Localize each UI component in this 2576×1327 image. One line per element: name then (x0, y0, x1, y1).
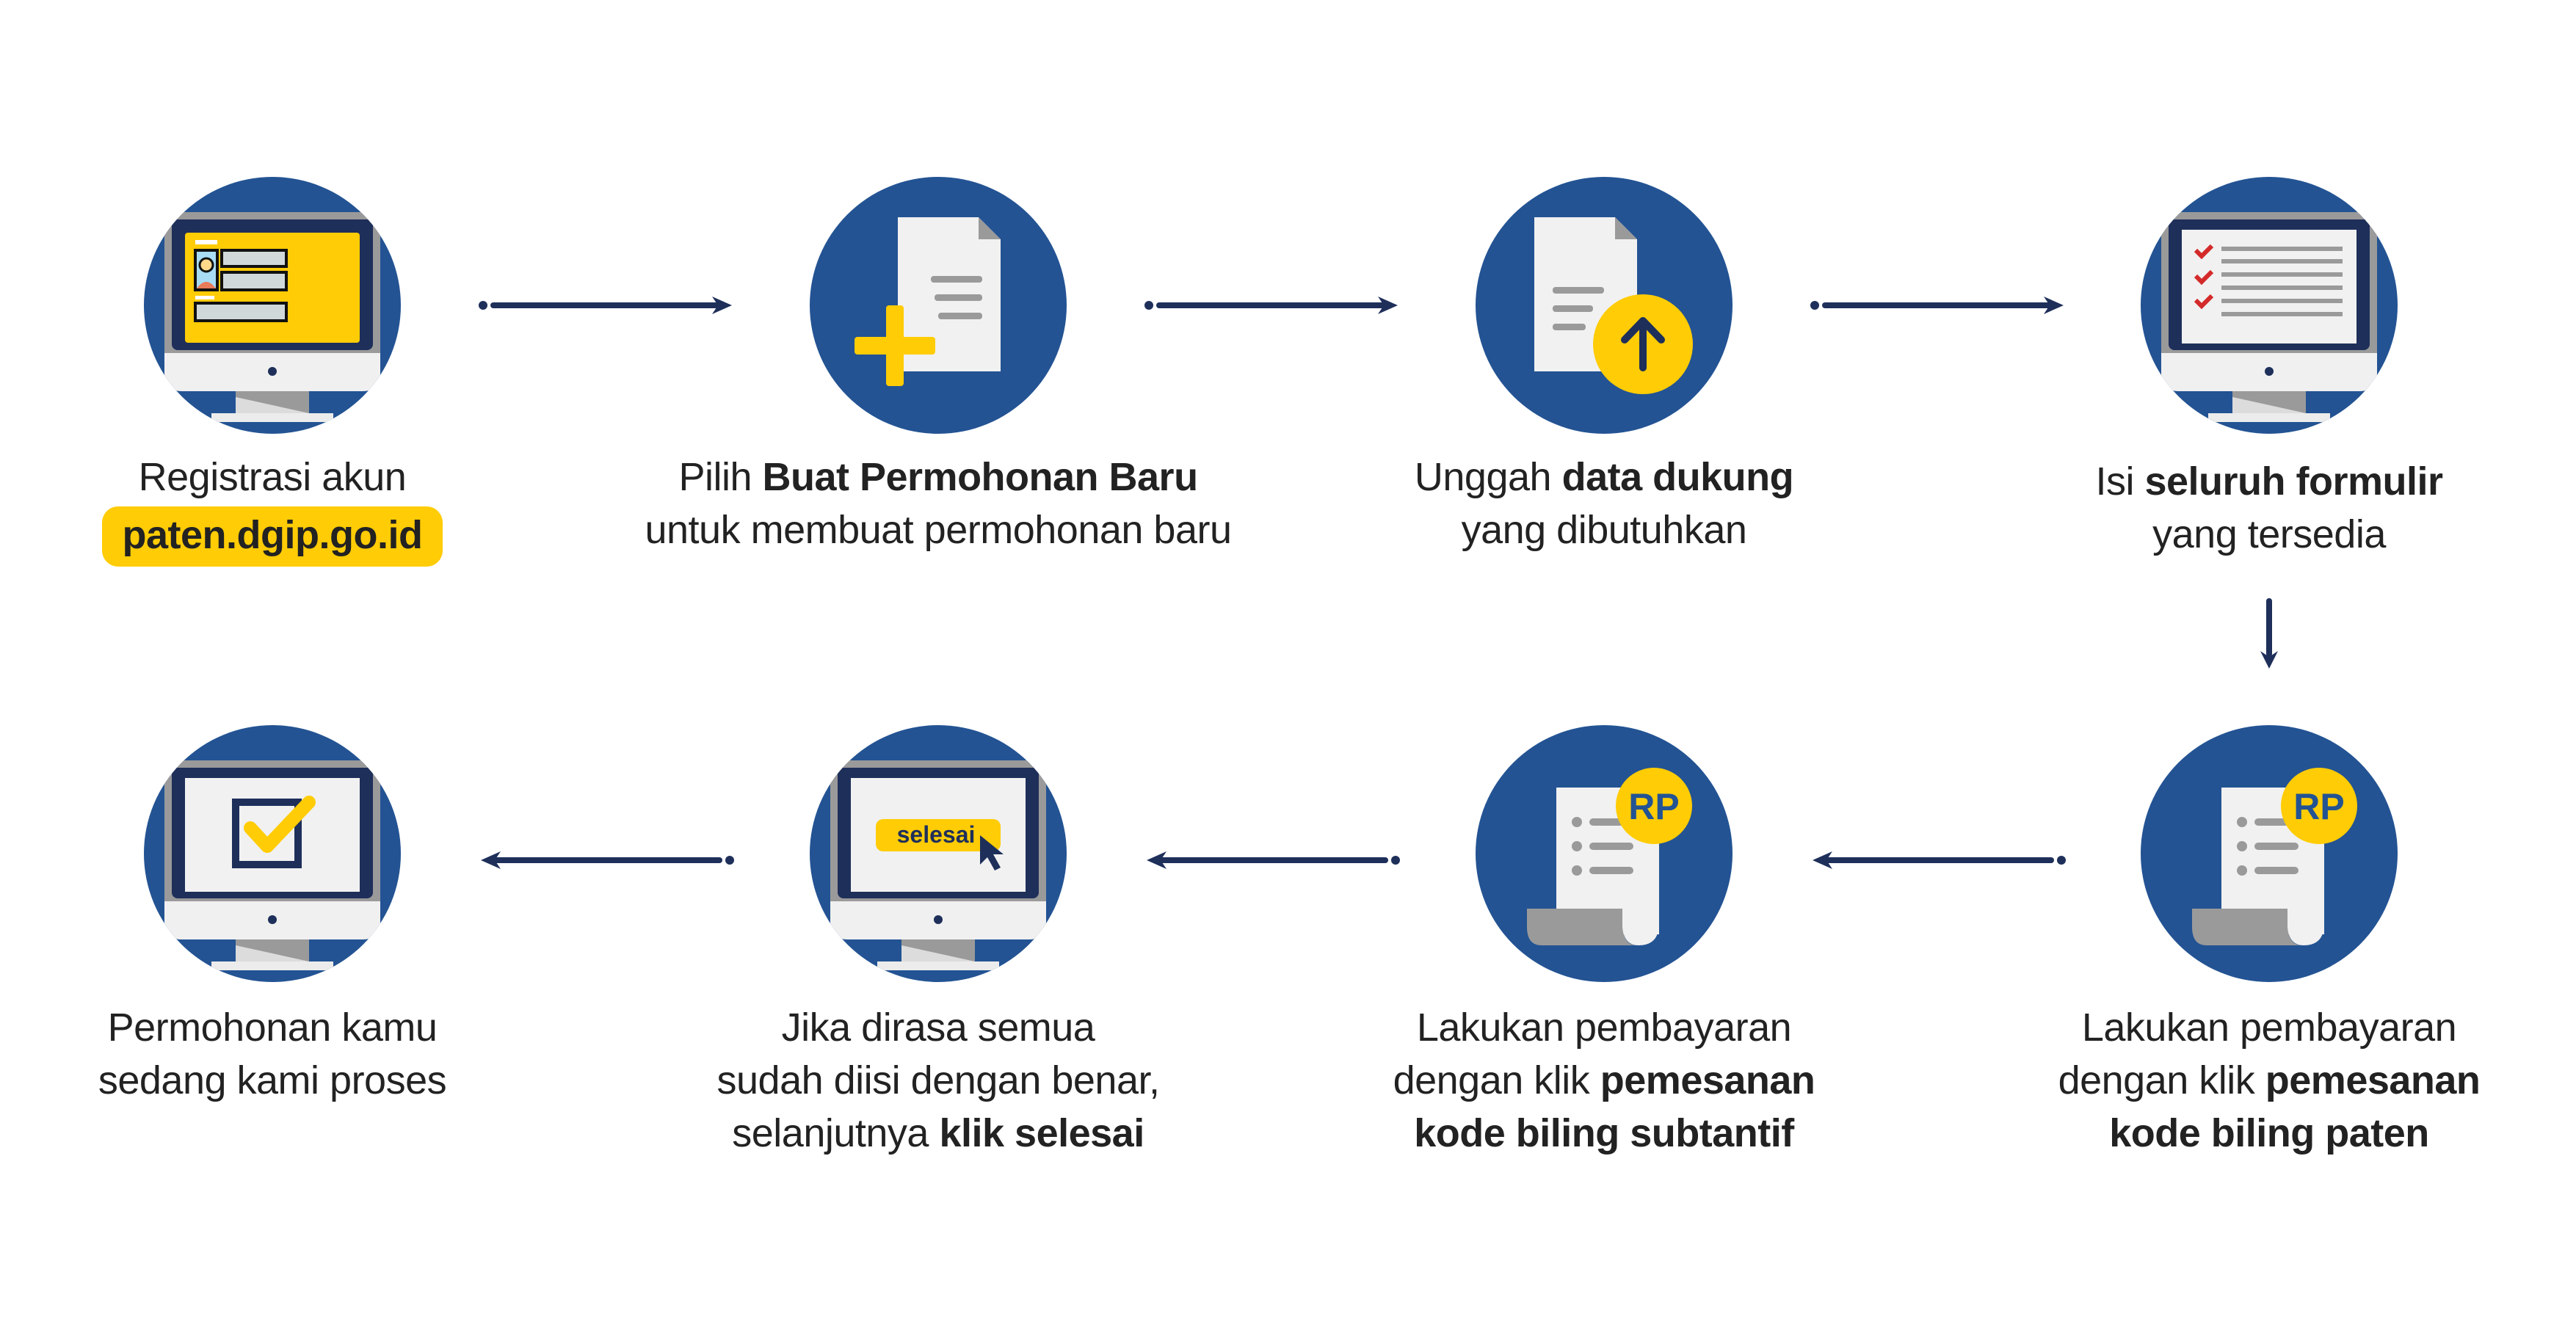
cursor-icon (980, 835, 1004, 870)
step-caption-proses: Permohonan kamu sedang kami proses (0, 1001, 603, 1107)
caption-text: Registrasi akun (138, 455, 407, 499)
caption-bold: seluruh formulir (2144, 459, 2443, 503)
caption-bold: data dukung (1561, 455, 1794, 499)
new-document-icon (810, 177, 1067, 434)
arrow-right (1144, 297, 1398, 314)
caption-text: Jika dirasa semua (781, 1006, 1095, 1050)
step-caption-billing-subtantif: Lakukan pembayaran dengan klik pemesanan… (1274, 1001, 1934, 1160)
arrow-down (2260, 598, 2278, 669)
rp-badge: RP (2293, 786, 2344, 827)
checkbox-monitor-icon (144, 725, 401, 982)
step-caption-billing-paten: Lakukan pembayaran dengan klik pemesanan… (1939, 1001, 2576, 1160)
step-caption-isi-formulir: Isi seluruh formulir yang tersedia (1939, 455, 2576, 561)
caption-text: Unggah (1414, 455, 1562, 499)
step-caption-registrasi: Registrasi akun paten.dgip.go.id (0, 451, 603, 567)
upload-document-icon (1476, 177, 1733, 434)
arrow-right (479, 297, 732, 314)
step-caption-klik-selesai: Jika dirasa semua sudah diisi dengan ben… (608, 1001, 1269, 1160)
selesai-button-illustration: selesai (897, 821, 976, 848)
receipt-rp-icon: RP (2141, 725, 2398, 982)
receipt-rp-icon: RP (1476, 725, 1733, 982)
step-caption-buat-permohonan: Pilih Buat Permohonan Baru untuk membuat… (608, 451, 1269, 556)
registration-monitor-icon (144, 177, 401, 434)
caption-bold: Buat Permohonan Baru (762, 455, 1198, 499)
arrow-left (1147, 851, 1400, 869)
finish-monitor-icon: selesai (810, 725, 1067, 982)
arrow-left (1813, 851, 2066, 869)
caption-text: Permohonan kamu (107, 1006, 438, 1050)
caption-bold: kode biling paten (2109, 1111, 2429, 1155)
caption-text: Lakukan pembayaran (2081, 1006, 2457, 1050)
caption-text: yang tersedia (2152, 512, 2386, 556)
caption-bold: klik selesai (939, 1111, 1144, 1155)
caption-text: untuk membuat permohonan baru (645, 508, 1232, 552)
caption-bold: pemesanan (2265, 1058, 2481, 1102)
caption-bold: kode biling subtantif (1414, 1111, 1794, 1155)
caption-text: dengan klik (1393, 1058, 1600, 1102)
caption-text: Isi (2095, 459, 2145, 503)
rp-badge: RP (1628, 786, 1679, 827)
checklist-monitor-icon (2141, 177, 2398, 434)
caption-text: sedang kami proses (98, 1058, 447, 1102)
caption-text: Pilih (678, 455, 763, 499)
caption-text: yang dibutuhkan (1461, 508, 1747, 552)
website-link[interactable]: paten.dgip.go.id (101, 506, 443, 567)
caption-bold: pemesanan (1600, 1058, 1815, 1102)
step-caption-unggah: Unggah data dukung yang dibutuhkan (1274, 451, 1934, 556)
caption-text: dengan klik (2058, 1058, 2265, 1102)
caption-text: Lakukan pembayaran (1416, 1006, 1792, 1050)
caption-text: selanjutnya (732, 1111, 940, 1155)
caption-text: sudah diisi dengan benar, (716, 1058, 1161, 1102)
arrow-left (481, 851, 734, 869)
arrow-right (1810, 297, 2064, 314)
